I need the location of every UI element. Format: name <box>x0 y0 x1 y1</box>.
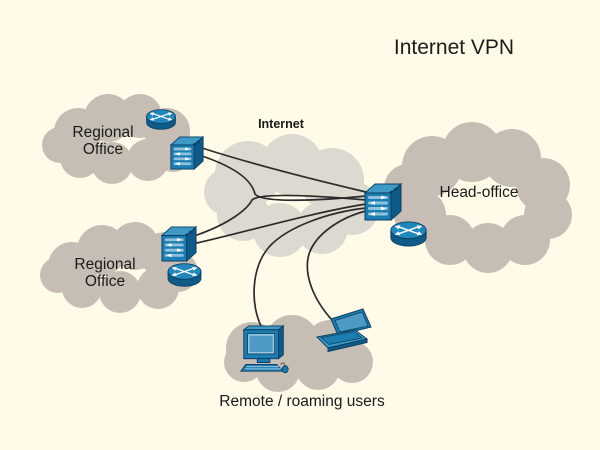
remote-laptop-line <box>306 210 367 321</box>
remote-desktop-line <box>253 207 367 329</box>
tunnel-top-office-line-a <box>201 147 367 193</box>
tunnel-top-office-line-b <box>201 155 367 202</box>
regional-office-bottom-label-line2: Office <box>85 273 125 290</box>
regional-top-router-icon <box>145 109 177 130</box>
regional-top-vpn-gateway-icon <box>170 136 204 170</box>
head-office-router-icon <box>390 221 427 247</box>
tunnel-bottom-office-line-a <box>196 194 367 236</box>
regional-office-top-label-line2: Office <box>83 141 123 158</box>
head-office-label: Head-office <box>440 184 519 201</box>
tunnel-bottom-office-line-b <box>196 203 367 244</box>
regional-bottom-router-icon <box>167 263 202 287</box>
connection-lines <box>196 147 367 329</box>
internet-label: Internet <box>258 117 305 131</box>
cloud-head-office <box>384 122 572 273</box>
diagram-title: Internet VPN <box>394 36 514 59</box>
head-office-vpn-gateway-icon <box>364 183 402 221</box>
regional-bottom-vpn-gateway-icon <box>161 226 197 262</box>
regional-office-bottom-label-line1: Regional <box>74 256 135 273</box>
regional-office-top-label-line1: Regional <box>72 124 133 141</box>
remote-users-label: Remote / roaming users <box>219 393 385 410</box>
